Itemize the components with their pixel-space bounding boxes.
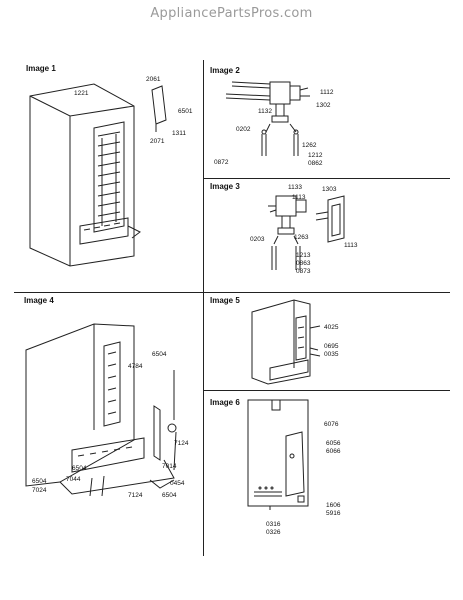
parts-diagram-sheet: Image 1 2061 1221 6501 1311 2071 Image 2: [14, 56, 450, 596]
divider-vertical: [203, 60, 204, 556]
image3-label-0203: 0203: [250, 236, 265, 243]
image4-title: Image 4: [24, 296, 54, 305]
image2-label-1302: 1302: [316, 102, 331, 109]
image2-label-1212: 1212: [308, 152, 323, 159]
image4-label-7014: 7014: [162, 463, 177, 470]
image3-label-1133: 1133: [288, 184, 302, 191]
image3-label-0873: 0873: [296, 268, 311, 275]
image4-label-7044: 7044: [66, 476, 81, 483]
image6-label-1606: 1606: [326, 502, 341, 509]
image1-label-1311: 1311: [172, 130, 186, 137]
image3-title: Image 3: [210, 182, 240, 191]
image2-label-1132: 1132: [258, 108, 272, 115]
image1-label-2061: 2061: [146, 76, 161, 83]
image5-label-0695: 0695: [324, 343, 339, 350]
image5-label-4025: 4025: [324, 324, 339, 331]
image6-label-6056: 6056: [326, 440, 341, 447]
image2-label-1262: 1262: [302, 142, 317, 149]
image5-label-0035: 0035: [324, 351, 339, 358]
image2-label-0202: 0202: [236, 126, 251, 133]
image4-refrigerator-back-drawing: [24, 310, 202, 500]
divider-horizontal-left: [14, 292, 203, 293]
image1-refrigerator-drawing: [24, 76, 194, 266]
image3-label-1113-right: 1113: [344, 242, 358, 249]
image2-valve-drawing: [224, 76, 324, 168]
image4-label-6504-bottom-left: 6504: [32, 478, 47, 485]
divider-image5-image6: [203, 390, 450, 391]
image6-label-5916: 5916: [326, 510, 341, 517]
divider-image2-image3: [203, 178, 450, 179]
image6-label-6066: 6066: [326, 448, 341, 455]
image2-label-0872: 0872: [214, 159, 229, 166]
image2-label-0862: 0862: [308, 160, 323, 167]
image3-label-1263: 1263: [294, 234, 309, 241]
image4-label-6504-bottom: 6504: [162, 492, 177, 499]
image6-title: Image 6: [210, 398, 240, 407]
image4-label-7124-bottom: 7124: [128, 492, 143, 499]
image3-label-1213: 1213: [296, 252, 311, 259]
image1-label-2071: 2071: [150, 138, 165, 145]
image4-label-7024: 7024: [32, 487, 47, 494]
image4-label-7124-right: 7124: [174, 440, 189, 447]
image4-label-4784: 4784: [128, 363, 143, 370]
image1-label-6501: 6501: [178, 108, 193, 115]
image6-label-0316: 0316: [266, 521, 281, 528]
image3-label-0863: 0863: [296, 260, 311, 267]
image1-title: Image 1: [26, 64, 56, 73]
image3-label-1113: 1113: [292, 194, 306, 201]
image3-label-1303: 1303: [322, 186, 337, 193]
divider-image3-image5: [203, 292, 450, 293]
image5-panel-drawing: [250, 298, 340, 386]
image6-label-6076: 6076: [324, 421, 339, 428]
watermark: AppliancePartsPros.com: [150, 6, 313, 21]
image4-label-6504-left: 6504: [72, 465, 87, 472]
image2-title: Image 2: [210, 66, 240, 75]
image6-label-0326: 0326: [266, 529, 281, 536]
image4-label-6504-top: 6504: [152, 351, 167, 358]
image3-valve-drawing: [264, 186, 374, 282]
image6-back-panel-drawing: [246, 396, 326, 514]
image5-title: Image 5: [210, 296, 240, 305]
image1-label-1221: 1221: [74, 90, 89, 97]
image2-label-1112: 1112: [320, 89, 334, 96]
image4-label-0454: 0454: [170, 480, 185, 487]
